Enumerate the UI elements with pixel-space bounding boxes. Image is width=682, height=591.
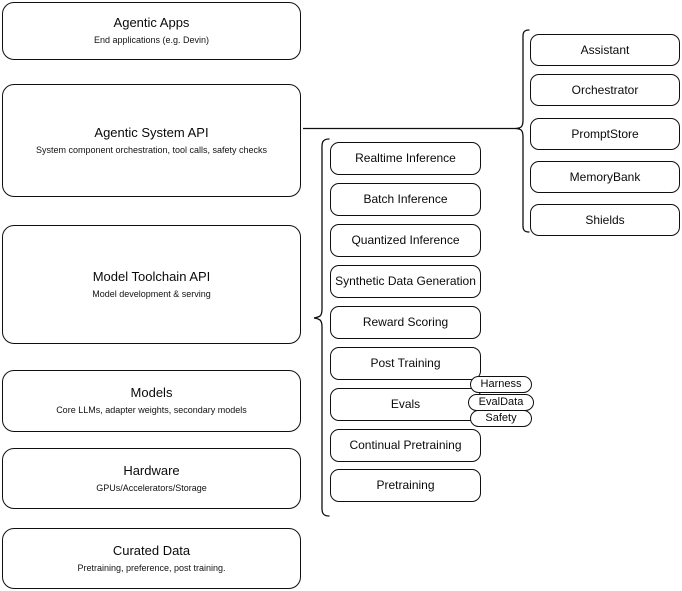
brace-system-items	[515, 29, 530, 233]
stack-layer-agentic-system-api[interactable]: Agentic System API System component orch…	[2, 84, 301, 197]
toolchain-item-label: Realtime Inference	[355, 151, 456, 165]
eval-tag-label: Harness	[480, 378, 522, 390]
stack-layer-curated-data[interactable]: Curated Data Pretraining, preference, po…	[2, 528, 301, 589]
stack-layer-title: Models	[130, 385, 173, 400]
stack-layer-title: Model Toolchain API	[92, 268, 211, 284]
system-item-label: MemoryBank	[569, 169, 641, 184]
toolchain-item-evals[interactable]: Evals	[330, 388, 481, 421]
stack-layer-subtitle: GPUs/Accelerators/Storage	[96, 482, 207, 493]
system-item-label: Assistant	[580, 42, 630, 57]
stack-layer-title: Curated Data	[112, 542, 191, 558]
eval-tag-safety[interactable]: Safety	[470, 410, 532, 427]
stack-layer-subtitle: System component orchestration, tool cal…	[35, 144, 268, 155]
toolchain-item-label: Continual Pretraining	[349, 438, 462, 452]
toolchain-item-continual-pretraining[interactable]: Continual Pretraining	[330, 429, 481, 462]
stack-layer-hardware[interactable]: Hardware GPUs/Accelerators/Storage	[2, 448, 301, 509]
toolchain-item-label: Batch Inference	[363, 192, 448, 206]
toolchain-item-synthetic-data-generation[interactable]: Synthetic Data Generation	[330, 265, 481, 298]
brace-toolchain-items	[313, 138, 330, 517]
stack-layer-agentic-apps[interactable]: Agentic Apps End applications (e.g. Devi…	[2, 2, 301, 60]
system-item-memorybank[interactable]: MemoryBank	[530, 161, 680, 193]
toolchain-item-label: Reward Scoring	[362, 315, 449, 329]
system-item-orchestrator[interactable]: Orchestrator	[530, 74, 680, 106]
system-item-label: Orchestrator	[571, 82, 639, 97]
toolchain-item-pretraining[interactable]: Pretraining	[330, 469, 481, 502]
toolchain-item-post-training[interactable]: Post Training	[330, 347, 481, 380]
system-item-label: PromptStore	[571, 126, 639, 141]
toolchain-item-label: Synthetic Data Generation	[335, 274, 476, 288]
eval-tag-harness[interactable]: Harness	[470, 376, 532, 393]
toolchain-item-label: Post Training	[370, 356, 441, 370]
eval-tag-label: EvalData	[478, 396, 524, 408]
system-item-shields[interactable]: Shields	[530, 204, 680, 236]
stack-layer-title: Hardware	[123, 462, 180, 478]
stack-layer-model-toolchain-api[interactable]: Model Toolchain API Model development & …	[2, 225, 301, 344]
system-item-label: Shields	[585, 212, 625, 227]
eval-tag-label: Safety	[485, 412, 517, 424]
system-item-promptstore[interactable]: PromptStore	[530, 118, 680, 150]
stack-layer-models[interactable]: Models Core LLMs, adapter weights, secon…	[2, 370, 301, 432]
stack-layer-subtitle: Pretraining, preference, post training.	[77, 562, 226, 573]
system-item-assistant[interactable]: Assistant	[530, 34, 680, 66]
toolchain-item-batch-inference[interactable]: Batch Inference	[330, 183, 481, 216]
stack-layer-subtitle: Core LLMs, adapter weights, secondary mo…	[56, 405, 247, 415]
stack-layer-title: Agentic Apps	[113, 15, 190, 30]
toolchain-item-quantized-inference[interactable]: Quantized Inference	[330, 224, 481, 257]
eval-tag-evaldata[interactable]: EvalData	[468, 394, 534, 411]
stack-layer-subtitle: Model development & serving	[92, 288, 211, 299]
stack-layer-title: Agentic System API	[94, 124, 209, 140]
toolchain-item-label: Quantized Inference	[351, 233, 460, 247]
toolchain-item-label: Evals	[390, 397, 421, 411]
toolchain-item-realtime-inference[interactable]: Realtime Inference	[330, 142, 481, 175]
stack-layer-subtitle: End applications (e.g. Devin)	[93, 35, 210, 45]
toolchain-item-label: Pretraining	[376, 478, 435, 492]
toolchain-item-reward-scoring[interactable]: Reward Scoring	[330, 306, 481, 339]
